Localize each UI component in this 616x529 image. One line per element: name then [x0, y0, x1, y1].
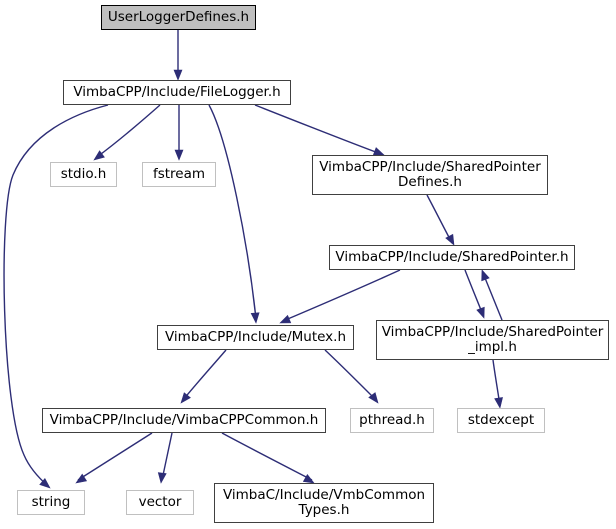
graph-node-label-fstream: fstream [152, 165, 206, 182]
graph-edge-filelogger-to-mutex [208, 104, 257, 320]
graph-node-vimbacppcommon[interactable]: VimbaCPP/Include/VimbaCPPCommon.h [42, 408, 326, 433]
graph-edge-filelogger-to-stdio [96, 104, 161, 158]
graph-node-pthread[interactable]: pthread.h [350, 408, 434, 433]
graph-node-filelogger[interactable]: VimbaCPP/Include/FileLogger.h [63, 80, 291, 105]
graph-edge-sharedpointerdefines-to-sharedpointer [426, 194, 453, 244]
graph-edge-sharedpointer-to-sharedpointerimpl [464, 269, 484, 316]
graph-arrowhead-filelogger-to-string [39, 477, 51, 489]
graph-node-string[interactable]: string [17, 490, 85, 515]
graph-node-sharedpointerdefines[interactable]: VimbaCPP/Include/SharedPointer Defines.h [312, 155, 548, 195]
graph-node-stdexcept[interactable]: stdexcept [457, 408, 545, 433]
graph-node-label-mutex: VimbaCPP/Include/Mutex.h [164, 328, 347, 345]
graph-edge-sharedpointer-to-mutex [282, 269, 401, 322]
graph-arrowhead-sharedpointerimpl-to-stdexcept [494, 397, 503, 409]
graph-edge-sharedpointerimpl-to-sharedpointer [482, 272, 503, 321]
graph-node-fstream[interactable]: fstream [142, 162, 216, 187]
graph-arrowhead-vimbacppcommon-to-string [75, 473, 88, 484]
graph-arrowhead-sharedpointer-to-mutex [279, 314, 292, 324]
graph-node-label-sharedpointerimpl: VimbaCPP/Include/SharedPointer _impl.h [381, 323, 604, 355]
graph-node-mutex[interactable]: VimbaCPP/Include/Mutex.h [157, 325, 354, 350]
graph-node-userloggerdefines[interactable]: UserLoggerDefines.h [101, 5, 256, 30]
graph-arrowhead-mutex-to-pthread [368, 392, 379, 404]
graph-arrowhead-userloggerdefines-to-filelogger [173, 69, 183, 81]
graph-node-label-stdexcept: stdexcept [467, 411, 535, 428]
graph-edge-filelogger-to-sharedpointerdefines [254, 104, 382, 155]
graph-node-label-string: string [31, 493, 71, 510]
graph-edge-mutex-to-pthread [324, 349, 377, 401]
graph-arrowhead-sharedpointerimpl-to-sharedpointer [481, 269, 490, 282]
graph-node-label-vector: vector [138, 493, 182, 510]
graph-node-sharedpointer[interactable]: VimbaCPP/Include/SharedPointer.h [329, 245, 575, 270]
graph-node-label-pthread: pthread.h [359, 411, 425, 428]
graph-arrowhead-sharedpointerdefines-to-sharedpointer [445, 233, 455, 246]
graph-arrowhead-filelogger-to-stdio [93, 150, 105, 161]
graph-node-label-vmbcommontypes: VimbaC/Include/VmbCommon Types.h [222, 486, 426, 518]
graph-edge-vimbacppcommon-to-vmbcommontypes [221, 432, 313, 481]
graph-edge-mutex-to-vimbacppcommon [182, 349, 227, 401]
graph-edge-filelogger-to-string [3, 104, 109, 487]
graph-node-label-vimbacppcommon: VimbaCPP/Include/VimbaCPPCommon.h [49, 411, 319, 428]
graph-arrowhead-vimbacppcommon-to-vector [157, 472, 167, 484]
graph-node-stdio[interactable]: stdio.h [50, 162, 117, 187]
graph-arrowhead-sharedpointer-to-sharedpointerimpl [476, 306, 485, 319]
graph-node-label-stdio: stdio.h [60, 165, 107, 182]
graph-arrowhead-vimbacppcommon-to-vmbcommontypes [302, 474, 315, 484]
graph-arrowhead-filelogger-to-mutex [250, 312, 260, 324]
graph-node-vmbcommontypes[interactable]: VimbaC/Include/VmbCommon Types.h [214, 483, 434, 523]
graph-edge-vimbacppcommon-to-string [77, 432, 153, 481]
graph-node-label-filelogger: VimbaCPP/Include/FileLogger.h [73, 83, 281, 100]
graph-node-label-sharedpointerdefines: VimbaCPP/Include/SharedPointer Defines.h [319, 158, 541, 190]
graph-arrowhead-mutex-to-vimbacppcommon [180, 392, 191, 404]
graph-node-label-userloggerdefines: UserLoggerDefines.h [107, 8, 250, 25]
graph-node-sharedpointerimpl[interactable]: VimbaCPP/Include/SharedPointer _impl.h [376, 320, 609, 360]
graph-arrowhead-filelogger-to-fstream [174, 149, 184, 161]
graph-node-label-sharedpointer: VimbaCPP/Include/SharedPointer.h [335, 248, 569, 265]
graph-node-vector[interactable]: vector [126, 490, 194, 515]
